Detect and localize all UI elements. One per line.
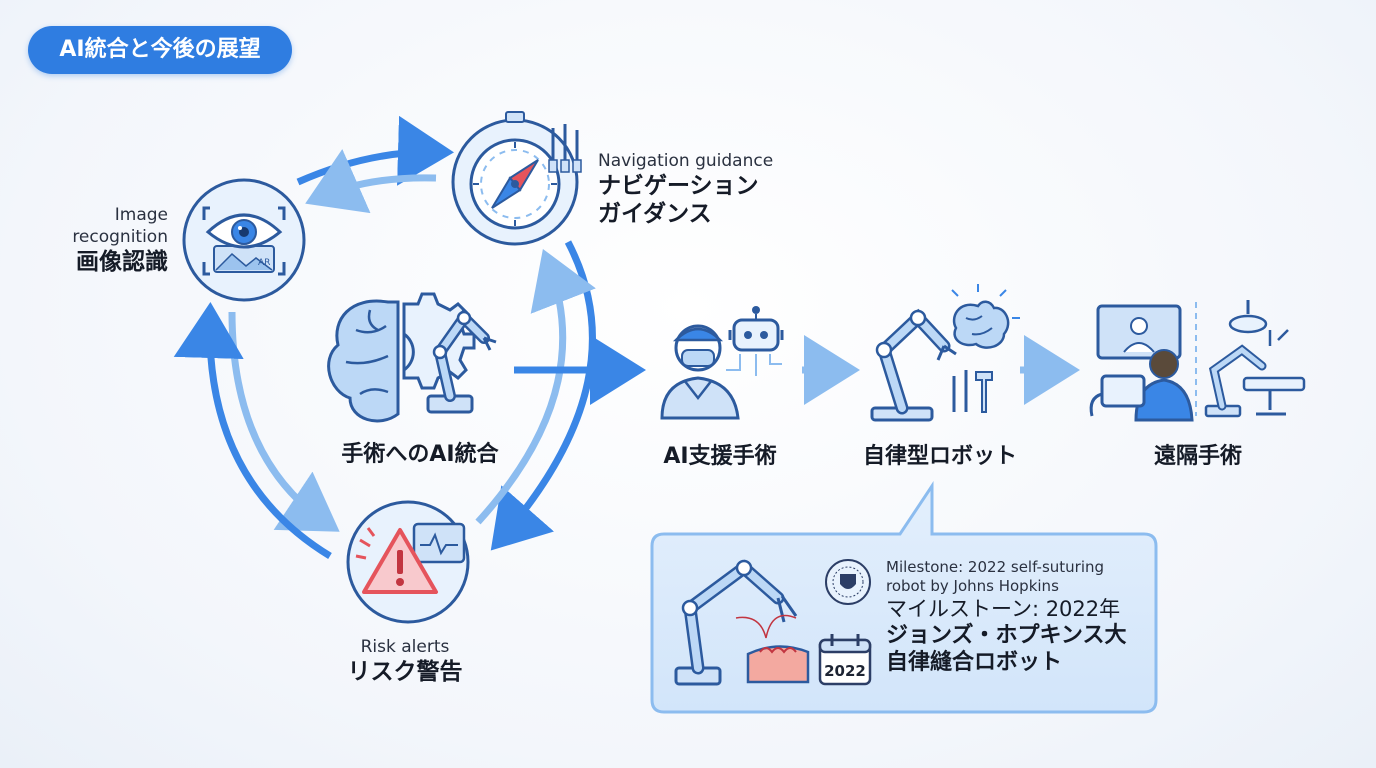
remote-surgery-icon	[1089, 300, 1306, 422]
university-seal-icon	[825, 559, 871, 605]
section-badge: AI統合と今後の展望	[28, 26, 292, 74]
ar-tag: AR	[258, 258, 270, 268]
gear-icon	[402, 292, 476, 390]
navigation-node	[451, 111, 582, 246]
robot-arm-icon	[426, 308, 497, 414]
navigation-jp-line1: ナビゲーション	[598, 173, 759, 199]
surgical-tools-icon	[548, 124, 582, 173]
cycle-arrows	[173, 115, 596, 559]
monitor-icon	[1096, 304, 1182, 360]
compass-icon	[469, 138, 561, 230]
brain-icon	[951, 284, 1020, 349]
brain-icon	[327, 299, 400, 423]
operating-table-icon	[1242, 376, 1306, 416]
stage-ai-assisted-surgery: AI支援手術	[663, 444, 777, 469]
milestone-en-line1: Milestone: 2022 self-suturing	[886, 558, 1105, 576]
surgical-tools-icon	[952, 370, 993, 413]
image-recognition-en-line1: Image	[114, 205, 168, 225]
milestone-jp-line1: マイルストーン: 2022年	[886, 597, 1121, 621]
milestone-jp-line2: ジョンズ・ホプキンス大	[886, 623, 1127, 648]
risk-alerts-node	[346, 500, 470, 624]
robot-arm-icon	[1204, 329, 1289, 418]
stage-remote-surgery: 遠隔手術	[1153, 444, 1242, 469]
stage-autonomous-robot: 自律型ロボット	[862, 444, 1017, 469]
risk-alerts-jp: リスク警告	[347, 659, 463, 685]
eye-icon	[202, 206, 286, 276]
autonomous-robot-icon	[870, 284, 1020, 422]
milestone-jp-line3: 自律縫合ロボット	[886, 650, 1063, 675]
warning-icon	[355, 527, 438, 594]
risk-alerts-label: Risk alerts リスク警告	[330, 636, 480, 686]
controller-icon	[1089, 374, 1146, 417]
milestone-en-line2: robot by Johns Hopkins	[886, 577, 1059, 595]
image-recognition-node: AR	[182, 178, 306, 302]
ai-assisted-surgery-icon	[660, 306, 784, 420]
milestone-callout: 2022	[650, 481, 1158, 714]
ai-integration-icon	[327, 292, 497, 423]
image-recognition-en-line2: recognition	[72, 227, 168, 247]
navigation-jp-line2: ガイダンス	[598, 201, 712, 227]
center-label: 手術へのAI統合	[341, 442, 499, 467]
navigation-label: Navigation guidance ナビゲーション ガイダンス	[598, 150, 818, 228]
risk-alerts-en: Risk alerts	[360, 637, 450, 657]
milestone-text: Milestone: 2022 self-suturing robot by J…	[886, 558, 1148, 676]
ai-bot-icon	[726, 306, 784, 376]
calendar-icon: 2022	[818, 634, 872, 686]
surgeon-icon	[660, 324, 740, 420]
operator-icon	[1134, 349, 1194, 422]
image-recognition-label: Image recognition 画像認識	[20, 204, 168, 276]
suturing-robot-icon	[674, 559, 810, 686]
calendar-year: 2022	[824, 662, 866, 680]
navigation-en: Navigation guidance	[598, 151, 774, 171]
monitor-icon	[412, 522, 466, 564]
image-recognition-jp: 画像認識	[76, 249, 168, 275]
surgical-lamp-icon	[1228, 300, 1268, 334]
